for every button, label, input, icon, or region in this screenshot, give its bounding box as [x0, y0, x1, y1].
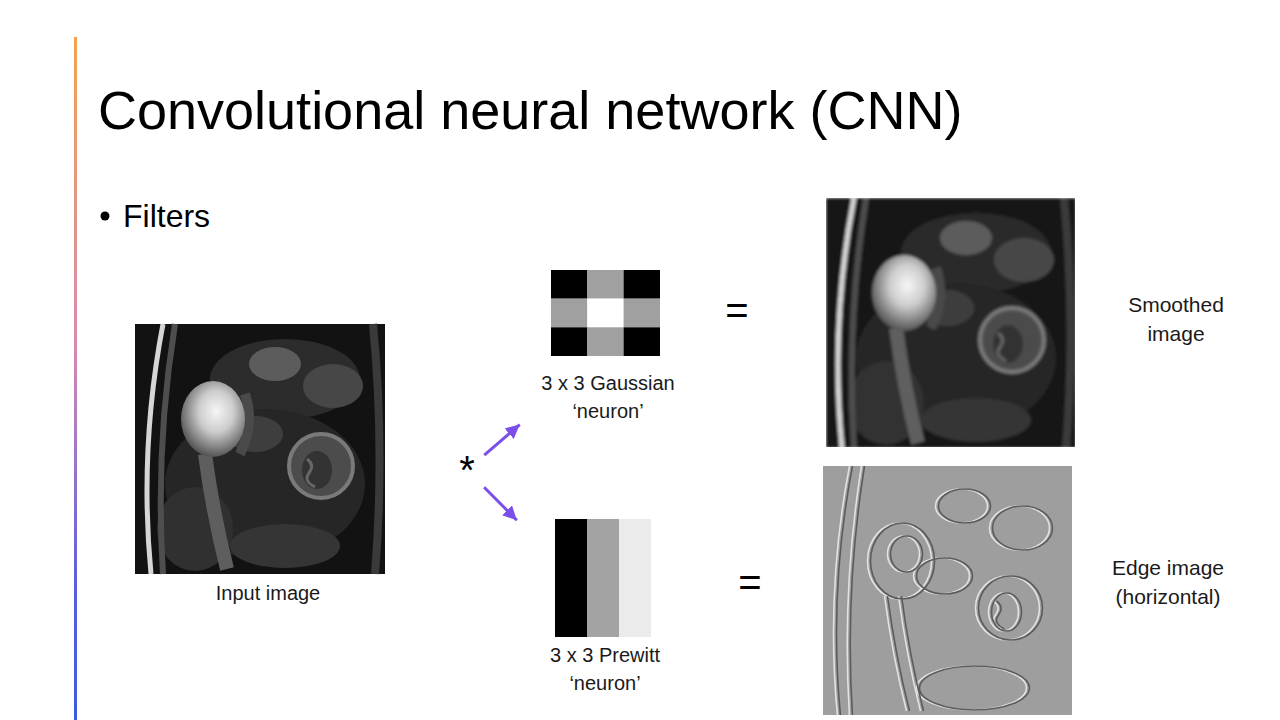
input-image — [135, 324, 385, 574]
edge-highlight — [834, 466, 1050, 715]
title-holder: Convolutional neural network (CNN) — [98, 79, 962, 141]
kernel-cell — [551, 299, 587, 328]
image-panel: Edge image (horizontal) — [818, 463, 1250, 718]
edge-shadow — [837, 466, 1053, 715]
label-holder: = — [738, 559, 761, 605]
node-caption: 3 x 3 Prewitt ‘neuron’ — [519, 641, 691, 697]
edge-image — [823, 466, 1072, 715]
bullet-text: Filters — [123, 198, 210, 235]
node-caption: Edge image (horizontal) — [1098, 553, 1238, 611]
kernel-cell — [551, 327, 587, 356]
kernel-cell — [587, 299, 623, 328]
accent-bar — [74, 37, 77, 720]
operator-text: * — [452, 448, 482, 492]
kernel-panel: 3 x 3 Prewitt ‘neuron’ — [519, 519, 691, 699]
operator-symbol: * — [452, 448, 482, 492]
label-holder: = — [725, 287, 748, 333]
kernel-cell — [555, 519, 587, 637]
smoothed-scan — [826, 198, 1075, 447]
kernel-cell — [587, 519, 619, 637]
kernel-cell — [551, 270, 587, 299]
image-panel: Smoothed image — [820, 195, 1250, 450]
node-caption: Smoothed image — [1106, 290, 1246, 348]
node-caption: Input image — [138, 582, 398, 605]
kernel-cell — [587, 327, 623, 356]
gaussian-kernel — [551, 270, 660, 356]
kernel-cell — [619, 519, 651, 637]
kernel-cell — [624, 270, 660, 299]
label-holder: Filters — [123, 198, 210, 235]
smoothed-image — [826, 198, 1075, 447]
node-caption: 3 x 3 Gaussian ‘neuron’ — [522, 369, 694, 425]
kernel-panel: 3 x 3 Gaussian ‘neuron’ — [522, 270, 694, 427]
equals-sign: = — [725, 287, 748, 333]
arrow-connector — [484, 487, 517, 520]
image-panel: Input image — [138, 324, 398, 607]
kernel-cell — [624, 327, 660, 356]
edge-ground — [823, 466, 1072, 715]
slide-title: Convolutional neural network (CNN) — [98, 79, 962, 141]
kernel-cell — [587, 270, 623, 299]
arrow-connector — [484, 425, 519, 456]
bullet-dot — [101, 212, 110, 221]
equals-sign: = — [738, 559, 761, 605]
prewitt-kernel — [555, 519, 651, 637]
kernel-cell — [624, 299, 660, 328]
